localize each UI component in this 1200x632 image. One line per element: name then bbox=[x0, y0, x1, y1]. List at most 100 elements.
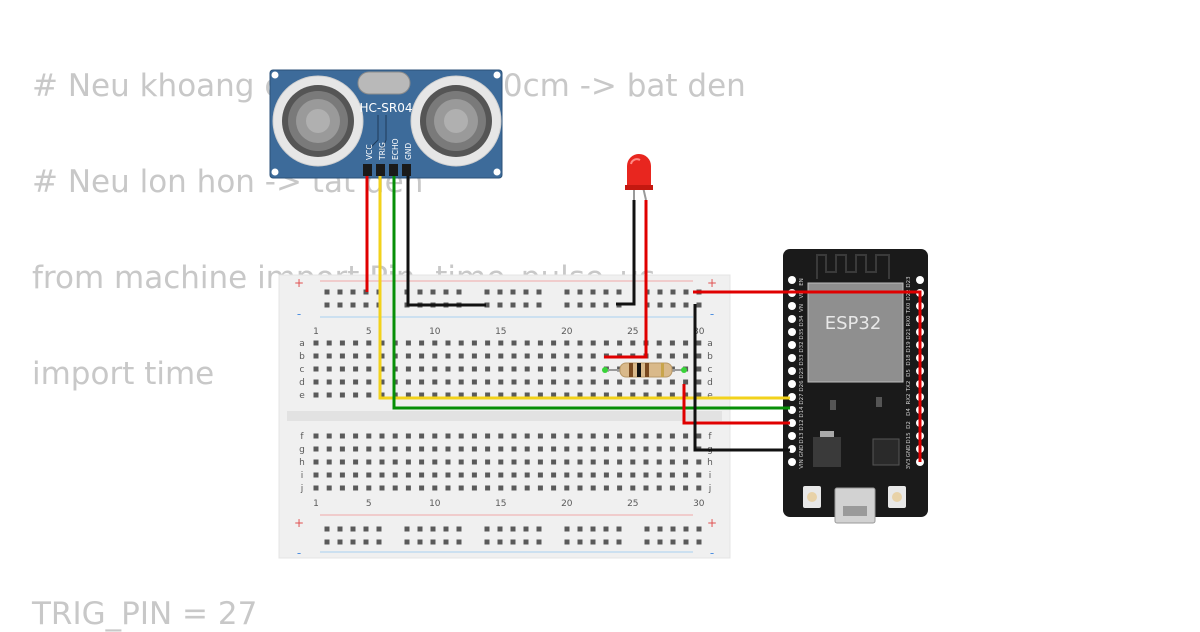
breadboard-hole[interactable] bbox=[577, 392, 583, 398]
breadboard-hole[interactable] bbox=[458, 433, 464, 439]
breadboard-hole[interactable] bbox=[537, 459, 543, 465]
breadboard-hole[interactable] bbox=[696, 340, 702, 346]
led[interactable] bbox=[625, 154, 653, 201]
breadboard-hole[interactable] bbox=[445, 446, 451, 452]
breadboard-hole[interactable] bbox=[617, 392, 623, 398]
breadboard-hole[interactable] bbox=[366, 433, 372, 439]
breadboard-hole[interactable] bbox=[643, 379, 649, 385]
breadboard-hole[interactable] bbox=[419, 472, 425, 478]
rail-hole[interactable] bbox=[337, 526, 343, 532]
breadboard-hole[interactable] bbox=[617, 433, 623, 439]
breadboard-hole[interactable] bbox=[603, 485, 609, 491]
breadboard-hole[interactable] bbox=[405, 353, 411, 359]
breadboard-hole[interactable] bbox=[366, 446, 372, 452]
breadboard-hole[interactable] bbox=[511, 446, 517, 452]
breadboard-hole[interactable] bbox=[326, 433, 332, 439]
esp32-pin-d33[interactable] bbox=[788, 354, 796, 362]
breadboard-hole[interactable] bbox=[643, 433, 649, 439]
breadboard-hole[interactable] bbox=[669, 472, 675, 478]
rail-hole[interactable] bbox=[577, 526, 583, 532]
breadboard-hole[interactable] bbox=[617, 485, 623, 491]
rail-hole[interactable] bbox=[536, 302, 542, 308]
breadboard-hole[interactable] bbox=[498, 446, 504, 452]
breadboard-hole[interactable] bbox=[564, 340, 570, 346]
rail-hole[interactable] bbox=[350, 289, 356, 295]
breadboard-hole[interactable] bbox=[498, 472, 504, 478]
breadboard-hole[interactable] bbox=[577, 485, 583, 491]
breadboard-hole[interactable] bbox=[577, 379, 583, 385]
breadboard-hole[interactable] bbox=[630, 392, 636, 398]
breadboard-hole[interactable] bbox=[630, 459, 636, 465]
breadboard-hole[interactable] bbox=[656, 392, 662, 398]
rail-hole[interactable] bbox=[324, 526, 330, 532]
rail-hole[interactable] bbox=[683, 539, 689, 545]
breadboard-hole[interactable] bbox=[445, 340, 451, 346]
rail-hole[interactable] bbox=[484, 539, 490, 545]
breadboard-hole[interactable] bbox=[353, 366, 359, 372]
breadboard-hole[interactable] bbox=[458, 340, 464, 346]
breadboard-hole[interactable] bbox=[537, 379, 543, 385]
breadboard-hole[interactable] bbox=[313, 485, 319, 491]
breadboard-hole[interactable] bbox=[524, 446, 530, 452]
rail-hole[interactable] bbox=[510, 289, 516, 295]
wire-led-gnd[interactable] bbox=[616, 200, 636, 306]
breadboard-hole[interactable] bbox=[326, 459, 332, 465]
breadboard-hole[interactable] bbox=[577, 433, 583, 439]
breadboard-hole[interactable] bbox=[471, 340, 477, 346]
esp32-pin-d26[interactable] bbox=[788, 380, 796, 388]
rail-hole[interactable] bbox=[404, 539, 410, 545]
rail-hole[interactable] bbox=[577, 289, 583, 295]
rail-hole[interactable] bbox=[696, 539, 702, 545]
breadboard-hole[interactable] bbox=[379, 392, 385, 398]
breadboard-hole[interactable] bbox=[405, 392, 411, 398]
breadboard-hole[interactable] bbox=[511, 340, 517, 346]
breadboard-hole[interactable] bbox=[498, 353, 504, 359]
breadboard-hole[interactable] bbox=[353, 379, 359, 385]
rail-hole[interactable] bbox=[350, 302, 356, 308]
breadboard-hole[interactable] bbox=[564, 392, 570, 398]
breadboard-hole[interactable] bbox=[471, 433, 477, 439]
rail-hole[interactable] bbox=[456, 289, 462, 295]
breadboard-hole[interactable] bbox=[683, 379, 689, 385]
breadboard-hole[interactable] bbox=[656, 459, 662, 465]
breadboard-hole[interactable] bbox=[564, 379, 570, 385]
breadboard-hole[interactable] bbox=[339, 433, 345, 439]
rail-hole[interactable] bbox=[603, 526, 609, 532]
breadboard-hole[interactable] bbox=[498, 485, 504, 491]
wire-echo[interactable] bbox=[392, 176, 790, 410]
breadboard-hole[interactable] bbox=[432, 353, 438, 359]
breadboard-hole[interactable] bbox=[419, 392, 425, 398]
boot-button[interactable] bbox=[888, 486, 906, 508]
rail-hole[interactable] bbox=[510, 539, 516, 545]
breadboard-hole[interactable] bbox=[551, 485, 557, 491]
wire-resistor-to-esp[interactable] bbox=[682, 384, 790, 425]
breadboard-hole[interactable] bbox=[405, 446, 411, 452]
rail-hole[interactable] bbox=[683, 302, 689, 308]
rail-hole[interactable] bbox=[590, 289, 596, 295]
breadboard-hole[interactable] bbox=[603, 459, 609, 465]
breadboard-hole[interactable] bbox=[313, 433, 319, 439]
breadboard-hole[interactable] bbox=[326, 353, 332, 359]
breadboard-hole[interactable] bbox=[551, 472, 557, 478]
esp32-pin-d25[interactable] bbox=[788, 367, 796, 375]
breadboard-hole[interactable] bbox=[656, 446, 662, 452]
breadboard-hole[interactable] bbox=[564, 459, 570, 465]
rail-hole[interactable] bbox=[443, 526, 449, 532]
breadboard-hole[interactable] bbox=[551, 340, 557, 346]
breadboard-hole[interactable] bbox=[471, 485, 477, 491]
breadboard-hole[interactable] bbox=[683, 472, 689, 478]
breadboard-hole[interactable] bbox=[471, 472, 477, 478]
sensor-pin-echo[interactable] bbox=[389, 164, 398, 176]
sensor-pin-vcc[interactable] bbox=[363, 164, 372, 176]
esp32-pin-d34[interactable] bbox=[788, 315, 796, 323]
breadboard-hole[interactable] bbox=[339, 472, 345, 478]
breadboard-hole[interactable] bbox=[471, 459, 477, 465]
breadboard-hole[interactable] bbox=[603, 340, 609, 346]
breadboard-hole[interactable] bbox=[511, 392, 517, 398]
breadboard-hole[interactable] bbox=[537, 392, 543, 398]
breadboard-hole[interactable] bbox=[630, 446, 636, 452]
rail-hole[interactable] bbox=[376, 526, 382, 532]
breadboard-hole[interactable] bbox=[313, 459, 319, 465]
breadboard-hole[interactable] bbox=[366, 340, 372, 346]
rail-hole[interactable] bbox=[616, 539, 622, 545]
